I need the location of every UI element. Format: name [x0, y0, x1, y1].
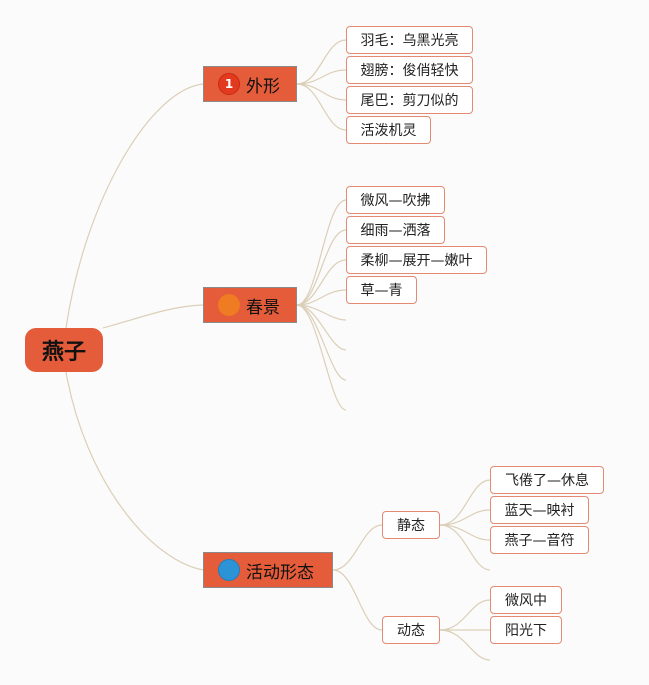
branch-appearance[interactable]: 1 外形 — [203, 66, 297, 102]
node-breeze[interactable]: 微风—吹拂 — [346, 186, 445, 214]
node-feather[interactable]: 羽毛：乌黑光亮 — [346, 26, 473, 54]
node-label: 尾巴：剪刀似的 — [360, 93, 459, 109]
link-root-activity — [65, 371, 204, 571]
node-label: 活泼机灵 — [360, 123, 417, 139]
node-grass[interactable]: 草—青 — [346, 276, 417, 304]
node-label: 羽毛：乌黑光亮 — [360, 33, 459, 49]
root-topic-label: 燕子 — [41, 340, 86, 365]
node-lively[interactable]: 活泼机灵 — [346, 116, 431, 144]
node-label: 阳光下 — [505, 623, 547, 639]
link-root-appearance — [65, 83, 204, 329]
node-label: 草—青 — [360, 283, 403, 299]
node-rest[interactable]: 飞倦了—休息 — [490, 466, 604, 494]
branch-activity[interactable]: 3 活动形态 — [203, 552, 333, 588]
branch-activity-label: 活动形态 — [246, 562, 314, 583]
branch-spring-label: 春景 — [246, 297, 280, 318]
node-tail[interactable]: 尾巴：剪刀似的 — [346, 86, 473, 114]
node-sunlight[interactable]: 阳光下 — [490, 616, 562, 644]
number-3-icon: 3 — [218, 559, 240, 581]
node-static[interactable]: 静态 — [382, 511, 440, 539]
node-dynamic[interactable]: 动态 — [382, 616, 440, 644]
node-label: 动态 — [397, 623, 425, 639]
node-willow[interactable]: 柔柳—展开—嫩叶 — [346, 246, 487, 274]
root-topic[interactable]: 燕子 — [25, 328, 103, 372]
link-root-spring — [102, 304, 204, 329]
branch-appearance-label: 外形 — [246, 76, 280, 97]
node-breeze-flight[interactable]: 微风中 — [490, 586, 562, 614]
node-label: 微风—吹拂 — [360, 193, 431, 209]
number-2-icon — [218, 294, 240, 316]
node-label: 燕子—音符 — [504, 533, 575, 549]
node-label: 微风中 — [505, 593, 547, 609]
node-label: 静态 — [397, 518, 425, 534]
node-label: 细雨—洒落 — [360, 223, 431, 239]
node-label: 柔柳—展开—嫩叶 — [360, 253, 473, 269]
node-drizzle[interactable]: 细雨—洒落 — [346, 216, 445, 244]
branch-spring[interactable]: 春景 — [203, 287, 297, 323]
node-label: 翅膀：俊俏轻快 — [360, 63, 459, 79]
node-note[interactable]: 燕子—音符 — [490, 526, 589, 554]
node-wings[interactable]: 翅膀：俊俏轻快 — [346, 56, 473, 84]
number-1-icon: 1 — [218, 73, 240, 95]
node-label: 飞倦了—休息 — [505, 473, 589, 489]
node-blue-sky[interactable]: 蓝天—映衬 — [490, 496, 589, 524]
node-label: 蓝天—映衬 — [504, 503, 575, 519]
